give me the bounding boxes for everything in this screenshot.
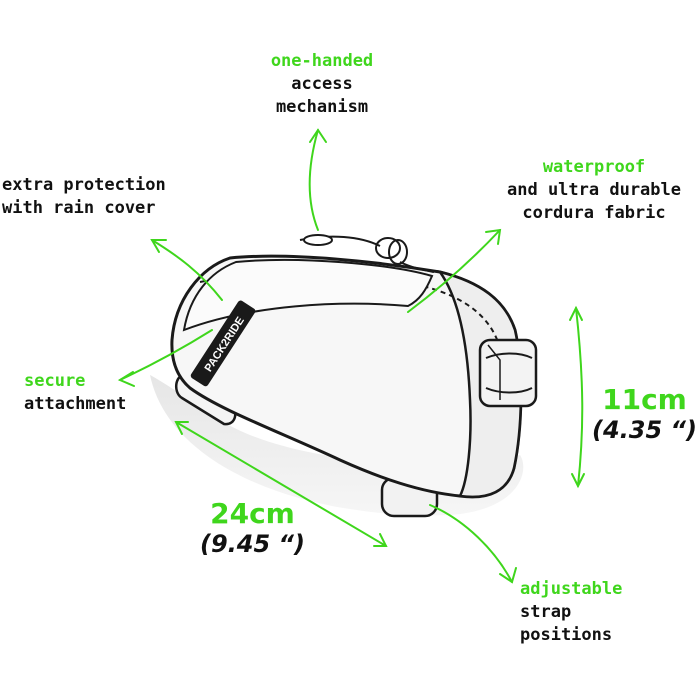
arrow-strap xyxy=(429,504,513,583)
dimension-height-imperial: (4.35 “) xyxy=(592,416,697,444)
dimension-length-metric: 24cm xyxy=(210,497,295,530)
dimension-line-length xyxy=(175,421,387,547)
callout-rain-cover: extra protection with rain cover xyxy=(2,175,166,218)
dimension-length-imperial: (9.45 “) xyxy=(200,530,305,558)
side-pocket xyxy=(478,338,538,408)
callout-attachment: secure attachment xyxy=(24,371,127,414)
callout-strap: adjustable strap positions xyxy=(520,579,623,645)
zipper-pull xyxy=(299,234,435,273)
arrow-rain xyxy=(151,239,223,301)
dimension-line-height xyxy=(575,307,584,487)
arrow-attachment xyxy=(119,329,213,381)
dimension-height: 11cm (4.35 “) xyxy=(592,383,697,445)
arrow-fabric xyxy=(407,229,501,313)
callout-arrows xyxy=(117,128,585,584)
dimension-height-metric: 11cm xyxy=(602,383,687,416)
callout-fabric: waterproof and ultra durable cordura fab… xyxy=(507,157,681,223)
arrow-access xyxy=(308,129,319,231)
callout-access: one-handed access mechanism xyxy=(270,51,374,117)
dimension-length: 24cm (9.45 “) xyxy=(200,497,305,559)
